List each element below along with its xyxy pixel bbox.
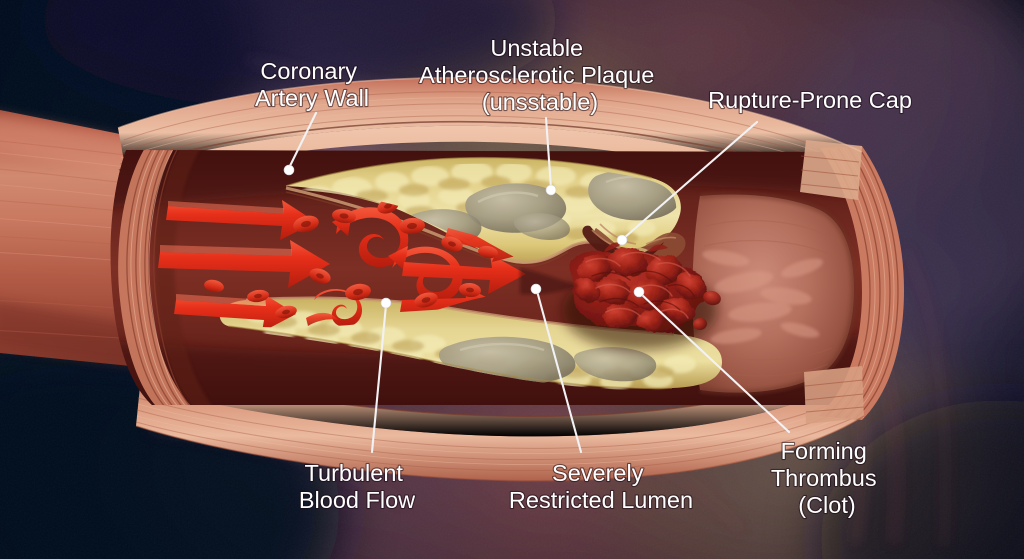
label-forming-thrombus: Forming Thrombus (Clot) bbox=[771, 438, 883, 518]
label-line: Rupture-Prone Cap bbox=[708, 87, 912, 113]
thrombus-fragments bbox=[693, 290, 721, 331]
label-line: Blood Flow bbox=[299, 487, 416, 513]
plaque-lower-border bbox=[227, 325, 673, 390]
distal-top-face bbox=[800, 140, 862, 200]
arrow-highlights bbox=[160, 201, 292, 306]
stenosis-arrow-1 bbox=[402, 254, 526, 294]
proximal-rim-highlights bbox=[130, 150, 190, 405]
artery-interior bbox=[110, 150, 865, 405]
distal-lumen-face bbox=[692, 191, 858, 396]
blood-flow-group bbox=[158, 198, 526, 328]
label-line: Coronary bbox=[260, 58, 357, 84]
plaque-calcified-nodules bbox=[405, 169, 677, 244]
lower-wall-fibers-light bbox=[136, 395, 863, 465]
plaque-upper-border bbox=[285, 156, 653, 187]
leader-unstable-plaque bbox=[544, 116, 557, 196]
thrombus-crevices bbox=[591, 270, 695, 311]
distal-bottom-face bbox=[804, 366, 864, 424]
leader-rupture-prone-cap bbox=[616, 120, 759, 246]
flow-arrow-3 bbox=[174, 294, 296, 328]
endothelium-mottle bbox=[702, 249, 824, 344]
leader-coronary-artery-wall bbox=[283, 111, 318, 176]
label-line: (Clot) bbox=[798, 492, 855, 518]
label-line: Severely bbox=[552, 460, 644, 486]
swirl-tail bbox=[306, 312, 338, 326]
thrombus-tendril-1 bbox=[604, 242, 622, 252]
label-severely-restricted-lumen: Severely Restricted Lumen bbox=[509, 460, 693, 513]
leader-lines-group bbox=[283, 111, 791, 454]
bottom-contour bbox=[135, 415, 865, 482]
leader-turbulent-blood-flow bbox=[370, 297, 392, 454]
red-blood-cells bbox=[204, 198, 498, 319]
top-contour bbox=[117, 76, 863, 153]
lower-wall-band bbox=[136, 374, 864, 481]
label-line: Turbulent bbox=[305, 460, 404, 486]
label-line: Atherosclerotic Plaque bbox=[419, 62, 654, 88]
fibrin-strands bbox=[585, 251, 691, 319]
leader-severely-restricted-lumen bbox=[530, 283, 583, 454]
artery-proximal-tube bbox=[0, 110, 153, 368]
upper-intima-band bbox=[126, 125, 858, 216]
label-line: Unstable bbox=[490, 35, 583, 61]
artery-contour-highlights bbox=[117, 76, 865, 482]
label-line: Artery Wall bbox=[255, 85, 369, 111]
thrombus-tendril-2 bbox=[648, 244, 668, 252]
label-line: Forming bbox=[781, 438, 867, 464]
distal-face-lines bbox=[799, 155, 865, 413]
label-turbulent-blood-flow: Turbulent Blood Flow bbox=[299, 460, 416, 513]
label-line: (unsstable) bbox=[482, 89, 598, 115]
label-unstable-atherosclerotic-plaque: Unstable Atherosclerotic Plaque (unsstab… bbox=[419, 35, 661, 115]
label-rupture-prone-cap: Rupture-Prone Cap bbox=[708, 87, 912, 113]
flow-arrow-1 bbox=[166, 200, 316, 240]
distal-cut-rim bbox=[799, 140, 904, 424]
label-line: Thrombus bbox=[771, 465, 877, 491]
swirl-arrow-2 bbox=[392, 246, 463, 302]
label-coronary-artery-wall: Coronary Artery Wall bbox=[255, 58, 369, 111]
labels-group: Coronary Artery Wall Unstable Atheroscle… bbox=[254, 34, 913, 519]
proximal-rim-layers bbox=[126, 150, 194, 405]
flow-arrow-2 bbox=[158, 240, 330, 288]
swirl-arrow-1 bbox=[336, 207, 409, 268]
laminar-flow-arrows bbox=[158, 200, 330, 328]
swirl-arrow-3 bbox=[314, 289, 363, 327]
label-line: Restricted Lumen bbox=[509, 487, 693, 513]
leader-forming-thrombus bbox=[633, 286, 791, 434]
lower-intima-band bbox=[136, 356, 864, 437]
